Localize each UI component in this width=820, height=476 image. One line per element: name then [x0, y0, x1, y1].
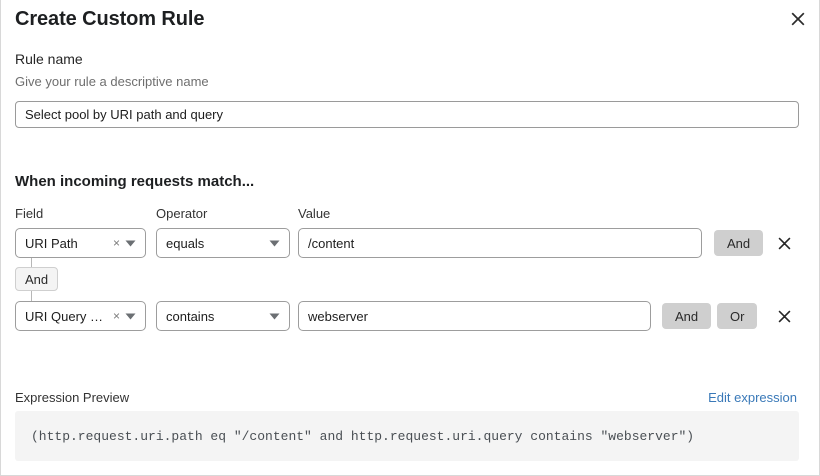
condition-row: URI Path × equals And [1, 228, 819, 258]
edit-expression-link[interactable]: Edit expression [708, 390, 797, 405]
chevron-down-icon[interactable] [125, 240, 145, 247]
or-button-row-2[interactable]: Or [717, 303, 758, 329]
rule-name-help-text: Give your rule a descriptive name [15, 74, 209, 89]
and-button-row-2[interactable]: And [662, 303, 712, 329]
expression-preview-box: (http.request.uri.path eq "/content" and… [15, 411, 799, 461]
operator-select-row-2[interactable]: contains [156, 301, 290, 331]
close-icon[interactable] [785, 6, 811, 32]
value-input-row-2[interactable] [298, 301, 651, 331]
clear-icon[interactable]: × [112, 236, 120, 250]
conditions-heading: When incoming requests match... [15, 173, 255, 190]
chevron-down-icon[interactable] [125, 313, 145, 320]
expression-preview-code: (http.request.uri.path eq "/content" and… [31, 428, 695, 444]
chevron-down-icon[interactable] [269, 240, 289, 247]
delete-condition-row-1[interactable] [775, 234, 793, 252]
condition-row: URI Query St... × contains And Or [1, 301, 819, 331]
rule-name-input[interactable] [15, 101, 799, 128]
field-select-row-2[interactable]: URI Query St... × [15, 301, 146, 331]
operator-select-row-1[interactable]: equals [156, 228, 290, 258]
operator-select-value-row-1: equals [166, 235, 205, 251]
column-header-value: Value [298, 206, 331, 221]
delete-condition-row-2[interactable] [775, 307, 793, 325]
field-select-value-row-2: URI Query St... [25, 308, 111, 324]
clear-icon[interactable]: × [112, 309, 120, 323]
value-input-row-1[interactable] [298, 228, 702, 258]
field-select-value-row-1: URI Path [25, 235, 78, 251]
condition-connector-and[interactable]: And [15, 267, 59, 291]
column-header-field: Field [15, 206, 44, 221]
page-title: Create Custom Rule [15, 8, 205, 30]
field-select-row-1[interactable]: URI Path × [15, 228, 146, 258]
chevron-down-icon[interactable] [269, 313, 289, 320]
and-button-row-1[interactable]: And [714, 230, 764, 256]
operator-select-value-row-2: contains [166, 308, 215, 324]
expression-preview-label: Expression Preview [15, 390, 130, 405]
column-header-operator: Operator [156, 206, 208, 221]
rule-name-label: Rule name [15, 51, 83, 67]
